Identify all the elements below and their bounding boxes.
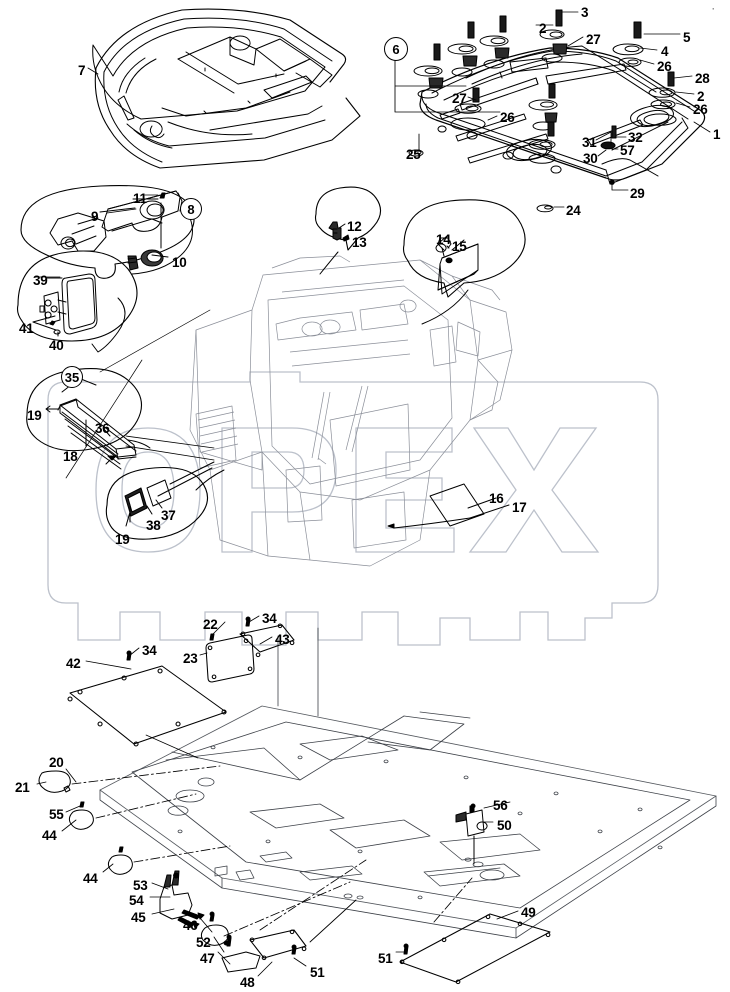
callout-19: 19 [27, 408, 42, 423]
callout-22: 22 [203, 617, 218, 632]
callout-26: 26 [500, 110, 515, 125]
detail-bubble-14-15 [402, 199, 526, 325]
floor-plate [99, 627, 717, 939]
callout-26: 26 [657, 59, 672, 74]
callout-46: 46 [183, 918, 198, 933]
callout-55: 55 [49, 807, 64, 822]
callout-16: 16 [489, 491, 504, 506]
callout-48: 48 [240, 975, 255, 990]
callout-44: 44 [42, 828, 57, 843]
detail-bubble-id-6: 6 [384, 37, 408, 61]
callout-17: 17 [512, 500, 527, 515]
callout-5: 5 [683, 30, 691, 45]
callout-51: 51 [378, 951, 393, 966]
roof-leader-lines [394, 11, 711, 208]
callout-43: 43 [275, 632, 290, 647]
detail-bubble-8-label: 8 [187, 201, 195, 217]
callout-11: 11 [133, 191, 147, 206]
callout-50: 50 [497, 818, 512, 833]
floor-leader-lines [36, 615, 519, 977]
callout-7: 7 [78, 63, 86, 78]
callout-45: 45 [131, 910, 146, 925]
callout-47: 47 [200, 951, 215, 966]
callout-21: 21 [15, 780, 30, 795]
callout-25: 25 [406, 147, 421, 162]
callout-10: 10 [172, 255, 187, 270]
callout-36: 36 [95, 421, 110, 436]
callout-29: 29 [630, 186, 645, 201]
callout-38: 38 [146, 518, 161, 533]
callout-15: 15 [452, 239, 467, 254]
detail-bubble-8 [20, 185, 195, 279]
callout-51: 51 [310, 965, 325, 980]
cab-leader-lines [34, 67, 215, 479]
callout-39: 39 [33, 273, 48, 288]
callout-42: 42 [66, 656, 81, 671]
part-16-17-plate [387, 483, 510, 529]
part-7-headliner [92, 8, 361, 169]
callout-37: 37 [161, 508, 176, 523]
callout-52: 52 [196, 935, 211, 950]
callout-19: 19 [115, 532, 130, 547]
callout-54: 54 [129, 893, 144, 908]
detail-bubble-12-13 [314, 186, 382, 275]
callout-20: 20 [49, 755, 64, 770]
callout-56: 56 [493, 798, 508, 813]
callout-24: 24 [566, 203, 581, 218]
callout-57: 57 [620, 143, 635, 158]
floor-fasteners [38, 616, 488, 973]
callout-1: 1 [713, 127, 721, 142]
callout-12: 12 [347, 219, 362, 234]
callout-49: 49 [521, 905, 536, 920]
callout-30: 30 [583, 151, 598, 166]
roof-fastener-stack [408, 9, 677, 213]
part-1-roof-panel [419, 45, 706, 185]
callout-31: 31 [582, 135, 597, 150]
callout-32: 32 [628, 130, 643, 145]
callout-34: 34 [262, 611, 277, 626]
detail-bubble-id-8: 8 [180, 198, 202, 220]
callout-26: 26 [693, 102, 708, 117]
callout-4: 4 [661, 44, 669, 59]
detail-bubble-35-label: 35 [64, 369, 80, 385]
callout-3: 3 [581, 5, 589, 20]
callout-44: 44 [83, 871, 98, 886]
callout-53: 53 [133, 878, 148, 893]
callout-28: 28 [695, 71, 710, 86]
detail-bubble-id-35: 35 [61, 366, 83, 388]
corner-mark: · [712, 4, 715, 14]
callout-14: 14 [436, 232, 451, 247]
detail-bubble-35 [26, 368, 151, 470]
detail-bubble-6-label: 6 [392, 41, 400, 57]
detail-bubble-mirror [16, 250, 138, 353]
callout-9: 9 [91, 209, 99, 224]
callout-23: 23 [183, 651, 198, 666]
callout-41: 41 [19, 321, 34, 336]
detail-bubble-37-38 [105, 461, 225, 540]
callout-34: 34 [142, 643, 157, 658]
floor-mats [67, 623, 551, 985]
callout-27: 27 [586, 32, 601, 47]
callout-27: 27 [452, 91, 467, 106]
callout-18: 18 [63, 449, 78, 464]
callout-2: 2 [539, 21, 547, 36]
callout-13: 13 [352, 235, 367, 250]
callout-2: 2 [697, 89, 705, 104]
callout-40: 40 [49, 338, 64, 353]
